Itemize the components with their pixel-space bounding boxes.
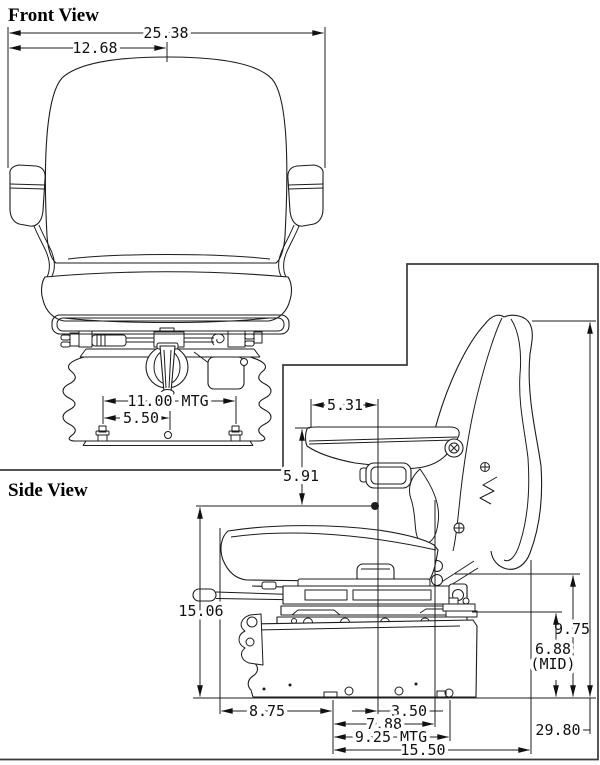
seat-index-point-marker [371, 502, 379, 510]
dim-mounting-half-width-label: 5.50 [123, 409, 159, 427]
dim-suspension-mid-height-label: 6.88 [535, 640, 571, 658]
front-view-title: Front View [8, 5, 99, 26]
front-left-armrest [9, 164, 55, 278]
armrest-support-bracket [408, 468, 440, 544]
dim-mounting-width-label: 11.00 MTG [127, 392, 208, 410]
front-seat-cushion [40, 271, 293, 323]
front-suspension-bellows [62, 356, 272, 447]
dim-mounting-depth-label: 9.25 MTG [355, 728, 427, 746]
front-view-dimensions: 25.38 12.68 11.00 MTG 5.50 [7, 21, 326, 431]
view-separator-step-line [0, 263, 599, 761]
side-view: 5.31 5.91 15.06 9.75 6.88 (MID) 29.80 [6, 314, 596, 763]
dim-rail-depth-label: 7.88 [366, 715, 402, 733]
dim-overall-width-label: 25.38 [143, 24, 188, 42]
front-view: 25.38 12.68 11.00 MTG 5.50 Front View [6, 3, 326, 447]
dim-suspension-mid-qualifier-label: (MID) [530, 655, 575, 673]
front-seat-pan [51, 314, 290, 335]
dim-rear-offset-label: 3.50 [391, 702, 427, 720]
dim-armrest-length-label: 5.31 [327, 396, 363, 414]
front-accessory-box [193, 351, 248, 390]
side-suspension-base [238, 597, 478, 698]
side-armrest [304, 426, 460, 544]
dim-seat-height-label: 15.06 [178, 602, 223, 620]
dim-armrest-drop-label: 5.91 [283, 467, 319, 485]
front-center-knob [145, 342, 189, 397]
side-view-dimensions: 5.31 5.91 15.06 9.75 6.88 (MID) 29.80 [175, 320, 596, 763]
side-screws [444, 438, 490, 534]
dim-front-overhang-label: 8.75 [249, 702, 285, 720]
dim-overall-depth-label: 15.50 [400, 741, 445, 759]
dim-overall-height-label: 29.80 [535, 721, 580, 739]
front-right-armrest [278, 164, 324, 278]
dim-suspension-top-height-label: 9.75 [554, 620, 590, 638]
front-backrest [44, 56, 288, 264]
side-view-title: Side View [8, 480, 88, 501]
dim-half-width-label: 12.68 [72, 39, 117, 57]
